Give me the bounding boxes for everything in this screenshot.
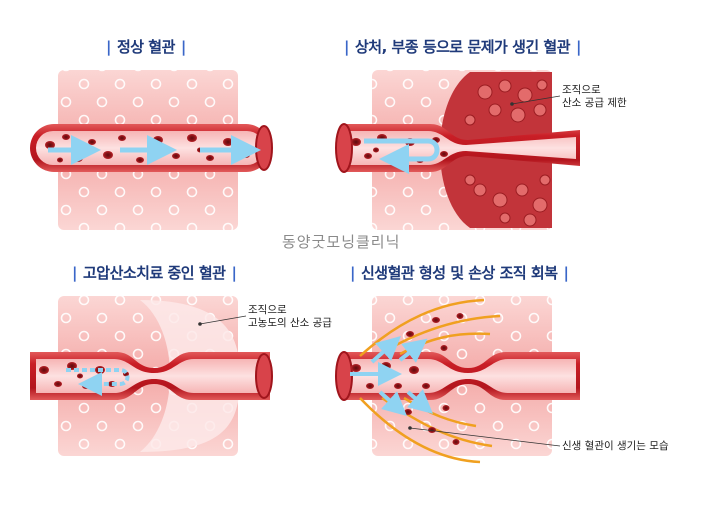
oxygen-flow-arrows [66,368,130,396]
panel-damaged-vessel [335,70,580,230]
callout-hbot: 조직으로 고농도의 산소 공급 [248,304,332,329]
panel-title-hbot: |고압산소치료 중인 혈관| [72,264,237,282]
callout-line [511,95,561,105]
callout-new-vessel: 신생 혈관이 생기는 모습 [562,440,669,452]
panel-normal-vessel [30,70,273,230]
callout-damaged: 조직으로 산소 공급 제한 [562,84,627,109]
blood-vessel [335,351,580,401]
watermark: 동양굿모닝클리닉 [282,233,401,251]
panel-title-normal: |정상 혈관| [106,38,186,56]
callout-line [199,315,247,325]
oxygen-flow-arrows [350,335,434,416]
panel-title-damaged: |상처, 부종 등으로 문제가 생긴 혈관| [344,38,581,56]
panel-title-new-vessel: |신생혈관 형성 및 손상 조직 회복| [350,264,569,282]
panel-hbot-vessel [30,296,273,456]
oxygen-flow-arrows [364,138,440,174]
panel-new-vessel [335,296,580,464]
callout-line [409,427,561,447]
